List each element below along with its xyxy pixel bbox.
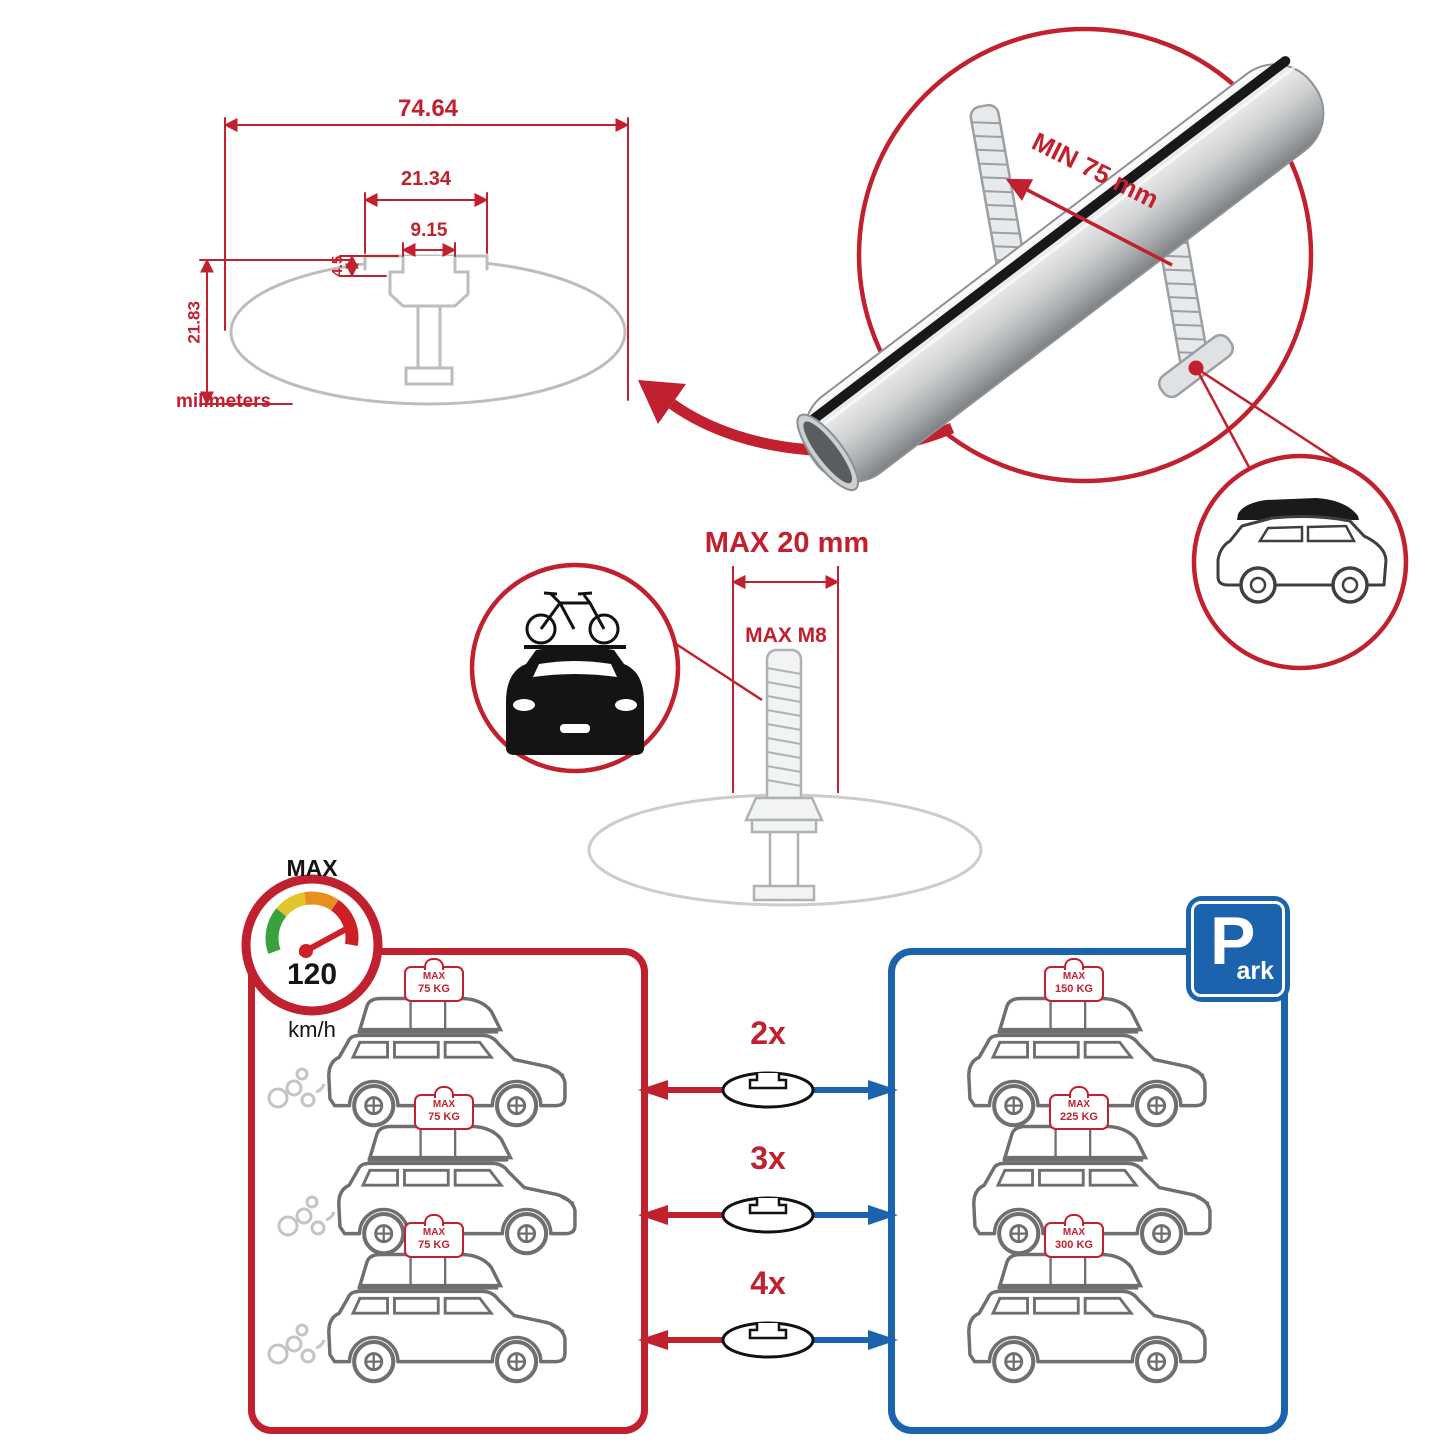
- red-arrow: [638, 1205, 668, 1225]
- roofbox-car-badge: [1191, 453, 1409, 671]
- dim-slot-depth: 4.5: [328, 255, 346, 277]
- load-tag: MAX 150 KG: [1044, 966, 1104, 1003]
- units-label: milimeters: [176, 391, 272, 412]
- load-tag: MAX 75 KG: [404, 966, 464, 1003]
- dim-total-width: 74.64: [397, 95, 459, 122]
- load-tag-weight: 150 KG: [1055, 983, 1093, 995]
- min-clearance-arrow: [1005, 178, 1173, 267]
- load-tag-weight: 75 KG: [428, 1111, 460, 1123]
- speed-value: 120: [286, 958, 338, 991]
- speedometer-icon: [241, 874, 383, 1016]
- dim-slot-width: 9.15: [410, 220, 448, 241]
- speed-max-label: MAX: [286, 855, 338, 881]
- crossbar-count-row-3: [638, 1321, 898, 1359]
- park-sign-frame: P ark: [1191, 901, 1285, 997]
- load-tag: MAX 300 KG: [1044, 1222, 1104, 1259]
- crossbar-3d: [796, 56, 1325, 492]
- count-4x: 4x: [750, 1265, 786, 1301]
- load-tag: MAX 75 KG: [404, 1222, 464, 1259]
- dimension-lines: [199, 117, 630, 406]
- count-2x: 2x: [750, 1015, 786, 1051]
- blue-arrow: [868, 1205, 898, 1225]
- exhaust-smoke-icon: [267, 1323, 326, 1365]
- cross-section-diagram: [199, 117, 630, 406]
- bike-car-badge: [469, 562, 763, 774]
- threaded-bolt-icon: [744, 648, 824, 902]
- max-bolt-length-label: MAX 20 mm: [704, 527, 870, 559]
- load-tag: MAX 225 KG: [1049, 1094, 1109, 1131]
- detail-circle: [856, 26, 1314, 484]
- roof-box-icon: [1237, 498, 1359, 520]
- load-tag-weight: 75 KG: [418, 1239, 450, 1251]
- crossbar-count-row-2: [638, 1196, 898, 1234]
- max-thread-label: MAX M8: [745, 624, 827, 647]
- park-sign: P ark: [1186, 896, 1290, 1002]
- car-front-icon: [506, 646, 644, 755]
- load-tag-max: MAX: [1062, 971, 1086, 982]
- load-tag-max: MAX: [432, 1099, 456, 1110]
- bike-icon: [525, 591, 620, 645]
- red-arrow: [638, 1330, 668, 1350]
- speed-unit: km/h: [288, 1017, 336, 1042]
- red-arrow: [638, 1080, 668, 1100]
- crossbar-count-row-1: [638, 1071, 898, 1109]
- dim-total-height: 21.83: [184, 301, 204, 344]
- car-illustration: [969, 1254, 1205, 1381]
- car-illustration: [329, 1254, 565, 1381]
- park-letter: P: [1210, 903, 1256, 979]
- exhaust-smoke-icon: [267, 1067, 326, 1109]
- load-tag-weight: 225 KG: [1060, 1111, 1098, 1123]
- count-3x: 3x: [750, 1140, 786, 1176]
- load-tag: MAX 75 KG: [414, 1094, 474, 1131]
- exhaust-smoke-icon: [277, 1195, 336, 1237]
- load-tag-max: MAX: [1062, 1227, 1086, 1238]
- load-tag-weight: 300 KG: [1055, 1239, 1093, 1251]
- blue-arrow: [868, 1330, 898, 1350]
- load-tag-weight: 75 KG: [418, 983, 450, 995]
- callout-lines: [1194, 366, 1353, 472]
- load-tag-max: MAX: [1067, 1099, 1091, 1110]
- park-suffix: ark: [1236, 957, 1274, 985]
- load-tag-max: MAX: [422, 971, 446, 982]
- blue-arrow: [868, 1080, 898, 1100]
- load-tag-max: MAX: [422, 1227, 446, 1238]
- bolt-diagram: [587, 566, 983, 907]
- dim-channel-width: 21.34: [400, 168, 452, 190]
